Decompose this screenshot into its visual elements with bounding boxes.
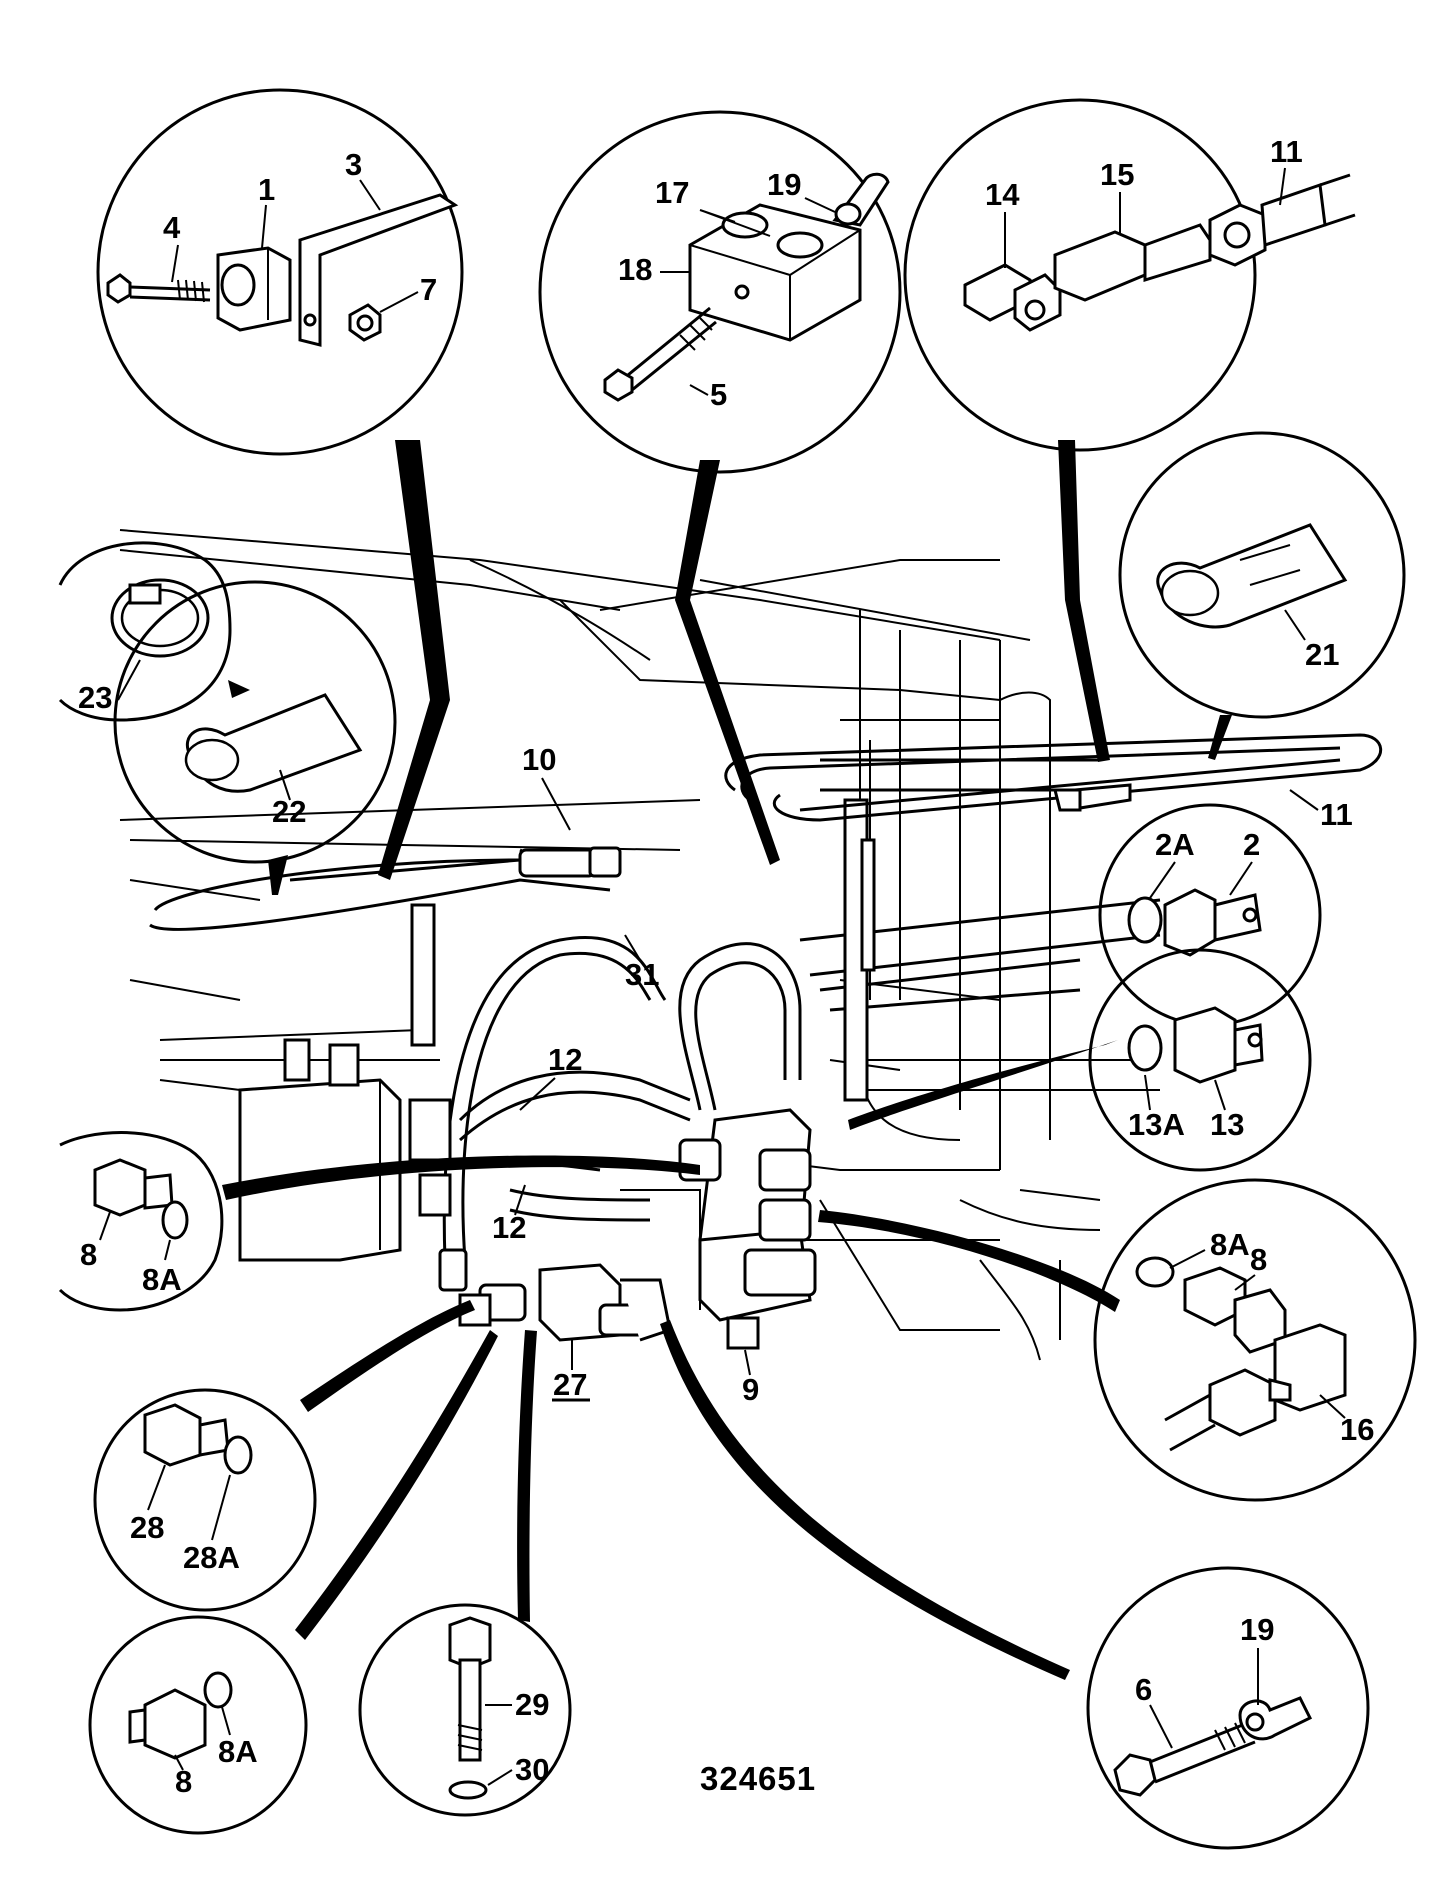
label-19-top: 19: [767, 167, 801, 202]
label-16: 16: [1340, 1412, 1374, 1447]
label-8-bottom: 8: [175, 1764, 192, 1799]
label-7: 7: [420, 272, 437, 307]
label-28A: 28A: [183, 1540, 240, 1575]
detail-circle-hose-clip: [58, 541, 397, 864]
label-11-top: 11: [1270, 134, 1303, 169]
pipe-10: [149, 846, 622, 931]
label-10: 10: [522, 742, 556, 777]
detail-circle-bolt-29: [358, 1603, 572, 1817]
solenoid-valve-left: [159, 1038, 452, 1262]
pipes-12: [458, 1070, 691, 1222]
label-13A: 13A: [1128, 1107, 1185, 1142]
label-17: 17: [655, 175, 689, 210]
label-30: 30: [515, 1752, 549, 1787]
label-27: 27: [553, 1367, 587, 1402]
detail-circle-fittings: [903, 98, 1356, 452]
detail-circle-bolt-6: [1086, 1566, 1370, 1850]
label-8-right: 8: [1250, 1242, 1267, 1277]
label-12-lower: 12: [492, 1210, 526, 1245]
label-15: 15: [1100, 157, 1134, 192]
label-8-left: 8: [80, 1237, 97, 1272]
detail-circle-adapter-28: [93, 1388, 317, 1612]
label-21: 21: [1305, 637, 1339, 672]
label-11-main: 11: [1320, 797, 1353, 832]
label-2: 2: [1243, 827, 1260, 862]
label-2A: 2A: [1155, 827, 1195, 862]
detail-circle-tee-16: [1093, 1178, 1417, 1502]
label-14: 14: [985, 177, 1020, 212]
detail-circle-adapter-8-left: [58, 1131, 224, 1312]
label-8A-bottom: 8A: [218, 1734, 258, 1769]
label-5: 5: [710, 377, 727, 412]
label-3: 3: [345, 147, 362, 182]
label-28: 28: [130, 1510, 164, 1545]
label-1: 1: [258, 172, 275, 207]
detail-circle-block: [538, 110, 902, 474]
label-6: 6: [1135, 1672, 1152, 1707]
label-12-upper: 12: [548, 1042, 582, 1077]
detail-circle-adapter-8-bottom: [88, 1615, 308, 1835]
detail-circle-adapter-13: [1088, 948, 1312, 1172]
valve-27: [458, 1263, 672, 1342]
label-18: 18: [618, 252, 652, 287]
drawing-number: 324651: [700, 1760, 816, 1797]
label-19-bottom: 19: [1240, 1612, 1274, 1647]
callout-leaders: [222, 440, 1232, 1680]
label-4: 4: [163, 210, 181, 245]
label-31: 31: [625, 957, 659, 992]
label-9: 9: [742, 1372, 759, 1407]
detail-circle-adapter-2: [1098, 803, 1322, 1027]
label-13: 13: [1210, 1107, 1244, 1142]
pipe-11: [724, 733, 1383, 822]
detail-circle-hose: [1118, 431, 1406, 719]
label-8A-left: 8A: [142, 1262, 182, 1297]
label-8A-right: 8A: [1210, 1227, 1250, 1262]
label-23: 23: [78, 680, 112, 715]
valve-block-main: [620, 1108, 817, 1350]
label-29: 29: [515, 1687, 549, 1722]
detail-circle-bracket: [96, 88, 464, 456]
